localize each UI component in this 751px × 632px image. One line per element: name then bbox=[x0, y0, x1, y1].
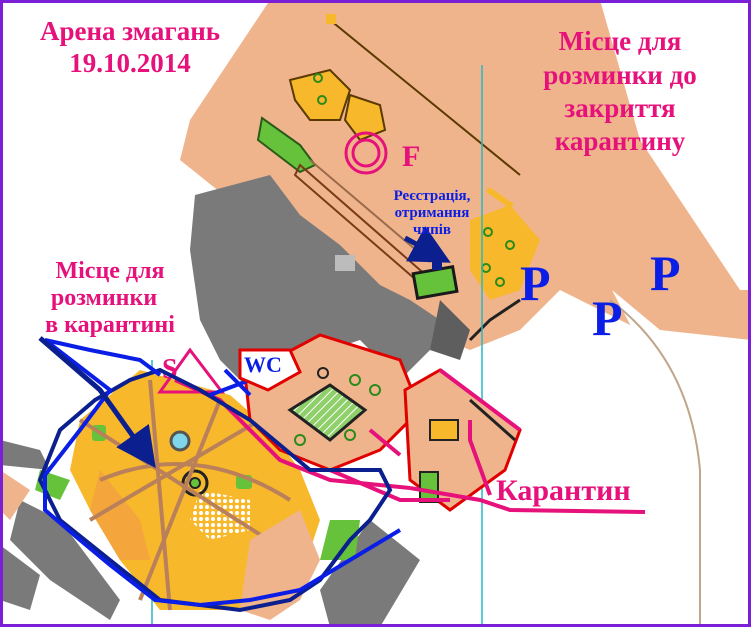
warmup-quarantine-line-1: Місце для bbox=[55, 258, 164, 284]
title-line-1: Арена змагань bbox=[40, 16, 220, 46]
warmup-quarantine-line-3: в карантині bbox=[45, 312, 175, 338]
warmup-arrow bbox=[38, 336, 156, 469]
warmup-quarantine-label: Місце для розминки в карантині bbox=[45, 258, 175, 338]
quarantine-label: Карантин bbox=[496, 474, 631, 507]
warmup-before-line-2: розминки до bbox=[543, 60, 697, 90]
start-label: S bbox=[162, 354, 178, 385]
quarantine-zone bbox=[403, 368, 522, 512]
warmup-before-line-3: закриття bbox=[564, 93, 675, 123]
building-block bbox=[190, 175, 470, 390]
wc-label: WC bbox=[244, 352, 282, 377]
parking-label-3: P bbox=[650, 245, 681, 301]
warmup-quarantine-line-2: розминки bbox=[51, 285, 157, 311]
warmup-before-line-4: карантину bbox=[555, 126, 686, 156]
parking-label-1: P bbox=[520, 255, 551, 311]
parking-markers: P P P bbox=[520, 245, 681, 346]
title-line-2: 19.10.2014 bbox=[69, 48, 191, 78]
registration-point bbox=[403, 226, 459, 301]
finish-marker: F bbox=[344, 131, 420, 175]
parking-label-2: P bbox=[592, 290, 623, 346]
map-title: Арена змагань 19.10.2014 bbox=[40, 16, 220, 78]
wc-marker: WC bbox=[223, 348, 302, 397]
registration-line-2: отримання bbox=[395, 205, 470, 221]
registration-line-1: Реєстрація, bbox=[394, 188, 471, 204]
top-structures bbox=[256, 14, 540, 342]
warmup-before-label: Місце для розминки до закриття карантину bbox=[543, 26, 697, 156]
warmup-before-line-1: Місце для bbox=[559, 26, 682, 56]
registration-line-3: чипів bbox=[413, 222, 451, 238]
finish-label: F bbox=[402, 140, 420, 173]
registration-label: Реєстрація, отримання чипів bbox=[394, 188, 471, 238]
quarantine-warmup-route bbox=[37, 367, 393, 613]
